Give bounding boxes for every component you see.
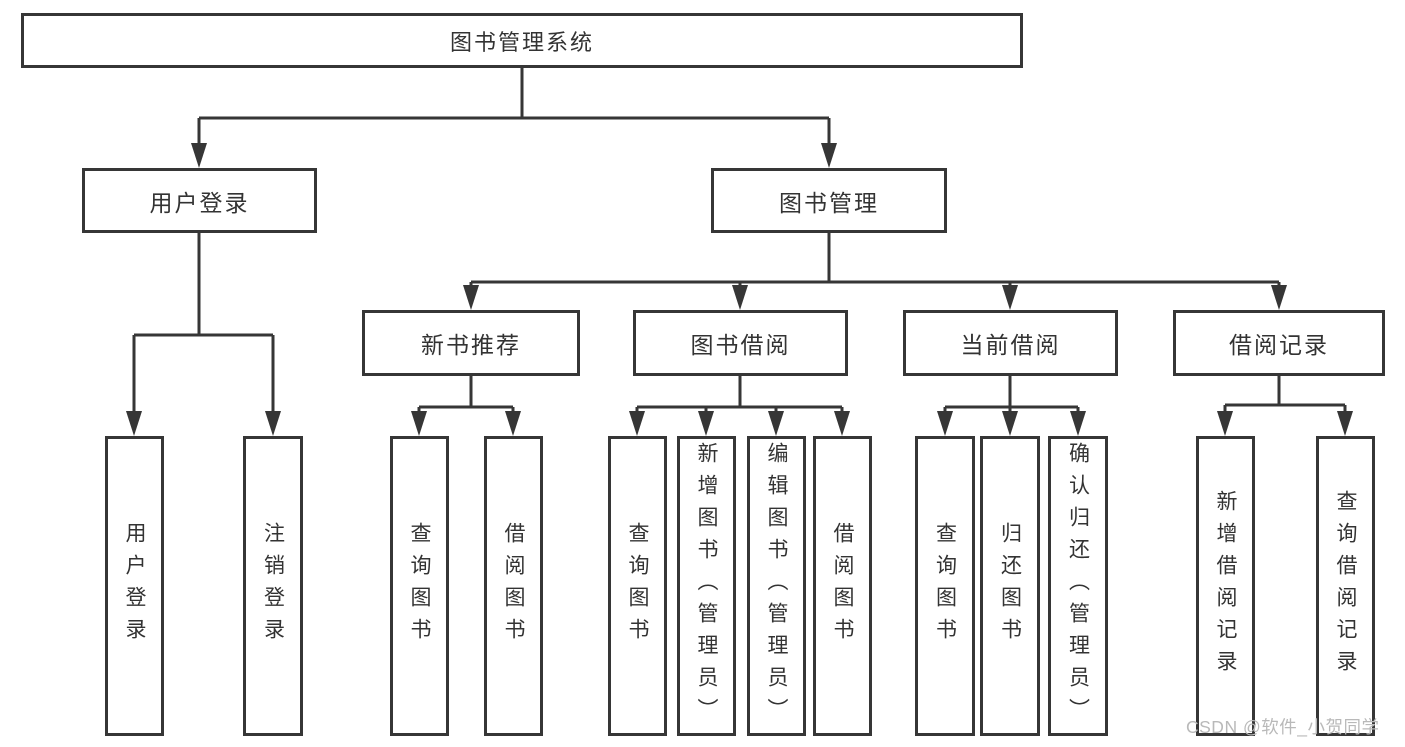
node-label: 新书推荐 <box>421 332 521 358</box>
node-leaf-return-books: 归还图书 <box>980 436 1040 736</box>
node-book-borrowing: 图书借阅 <box>633 310 848 376</box>
node-leaf-add-borrow-record: 新增借阅记录 <box>1196 436 1255 736</box>
connector-newrec-to-leaves <box>417 374 515 413</box>
node-borrowing-records: 借阅记录 <box>1173 310 1385 376</box>
node-leaf-query-books-3: 查询图书 <box>915 436 975 736</box>
connector-userlogin-to-leaves <box>132 231 275 413</box>
node-user-login: 用户登录 <box>82 168 317 233</box>
node-label: 用户登录 <box>123 522 146 650</box>
node-label: 借阅图书 <box>502 522 525 650</box>
node-current-borrowing: 当前借阅 <box>903 310 1118 376</box>
node-leaf-confirm-return-admin: 确认归还（管理员） <box>1048 436 1108 736</box>
node-label: 归还图书 <box>998 522 1022 650</box>
node-leaf-user-login: 用户登录 <box>105 436 164 736</box>
node-leaf-borrow-books-1: 借阅图书 <box>484 436 543 736</box>
connector-borrowrec-to-leaves <box>1223 374 1347 413</box>
node-label: 借阅图书 <box>831 522 854 650</box>
csdn-watermark: CSDN @软件_小贺同学 <box>1186 717 1380 737</box>
connector-bookmgmt-to-level3 <box>469 231 1281 288</box>
node-leaf-query-books-1: 查询图书 <box>390 436 449 736</box>
node-label: 借阅记录 <box>1229 332 1329 358</box>
node-label: 新增借阅记录 <box>1214 490 1237 682</box>
node-book-management: 图书管理 <box>711 168 947 233</box>
node-new-book-recommendation: 新书推荐 <box>362 310 580 376</box>
node-label: 当前借阅 <box>960 332 1061 358</box>
node-label: 注销登录 <box>261 522 285 650</box>
node-leaf-add-books-admin: 新增图书（管理员） <box>677 436 736 736</box>
connector-bookborrow-to-leaves <box>635 374 844 413</box>
node-label: 查询借阅记录 <box>1334 490 1357 682</box>
node-leaf-query-books-2: 查询图书 <box>608 436 667 736</box>
node-leaf-query-borrow-record: 查询借阅记录 <box>1316 436 1375 736</box>
node-label: 新增图书（管理员） <box>695 442 718 730</box>
node-label: 用户登录 <box>149 189 250 216</box>
node-label: 查询图书 <box>626 522 649 650</box>
node-leaf-logout: 注销登录 <box>243 436 303 736</box>
node-label: 图书借阅 <box>690 332 791 358</box>
connector-root-to-level2 <box>197 66 831 146</box>
node-label: 查询图书 <box>408 522 431 650</box>
arrowheads <box>126 143 1353 436</box>
node-label: 图书管理系统 <box>449 29 594 55</box>
node-label: 图书管理 <box>779 189 879 216</box>
connector-curborrow-to-leaves <box>943 374 1080 413</box>
node-leaf-edit-books-admin: 编辑图书（管理员） <box>747 436 806 736</box>
node-label: 编辑图书（管理员） <box>765 442 788 730</box>
node-leaf-borrow-books-2: 借阅图书 <box>813 436 872 736</box>
node-root-library-management-system: 图书管理系统 <box>21 13 1023 68</box>
node-label: 查询图书 <box>933 522 957 650</box>
node-label: 确认归还（管理员） <box>1066 442 1090 730</box>
